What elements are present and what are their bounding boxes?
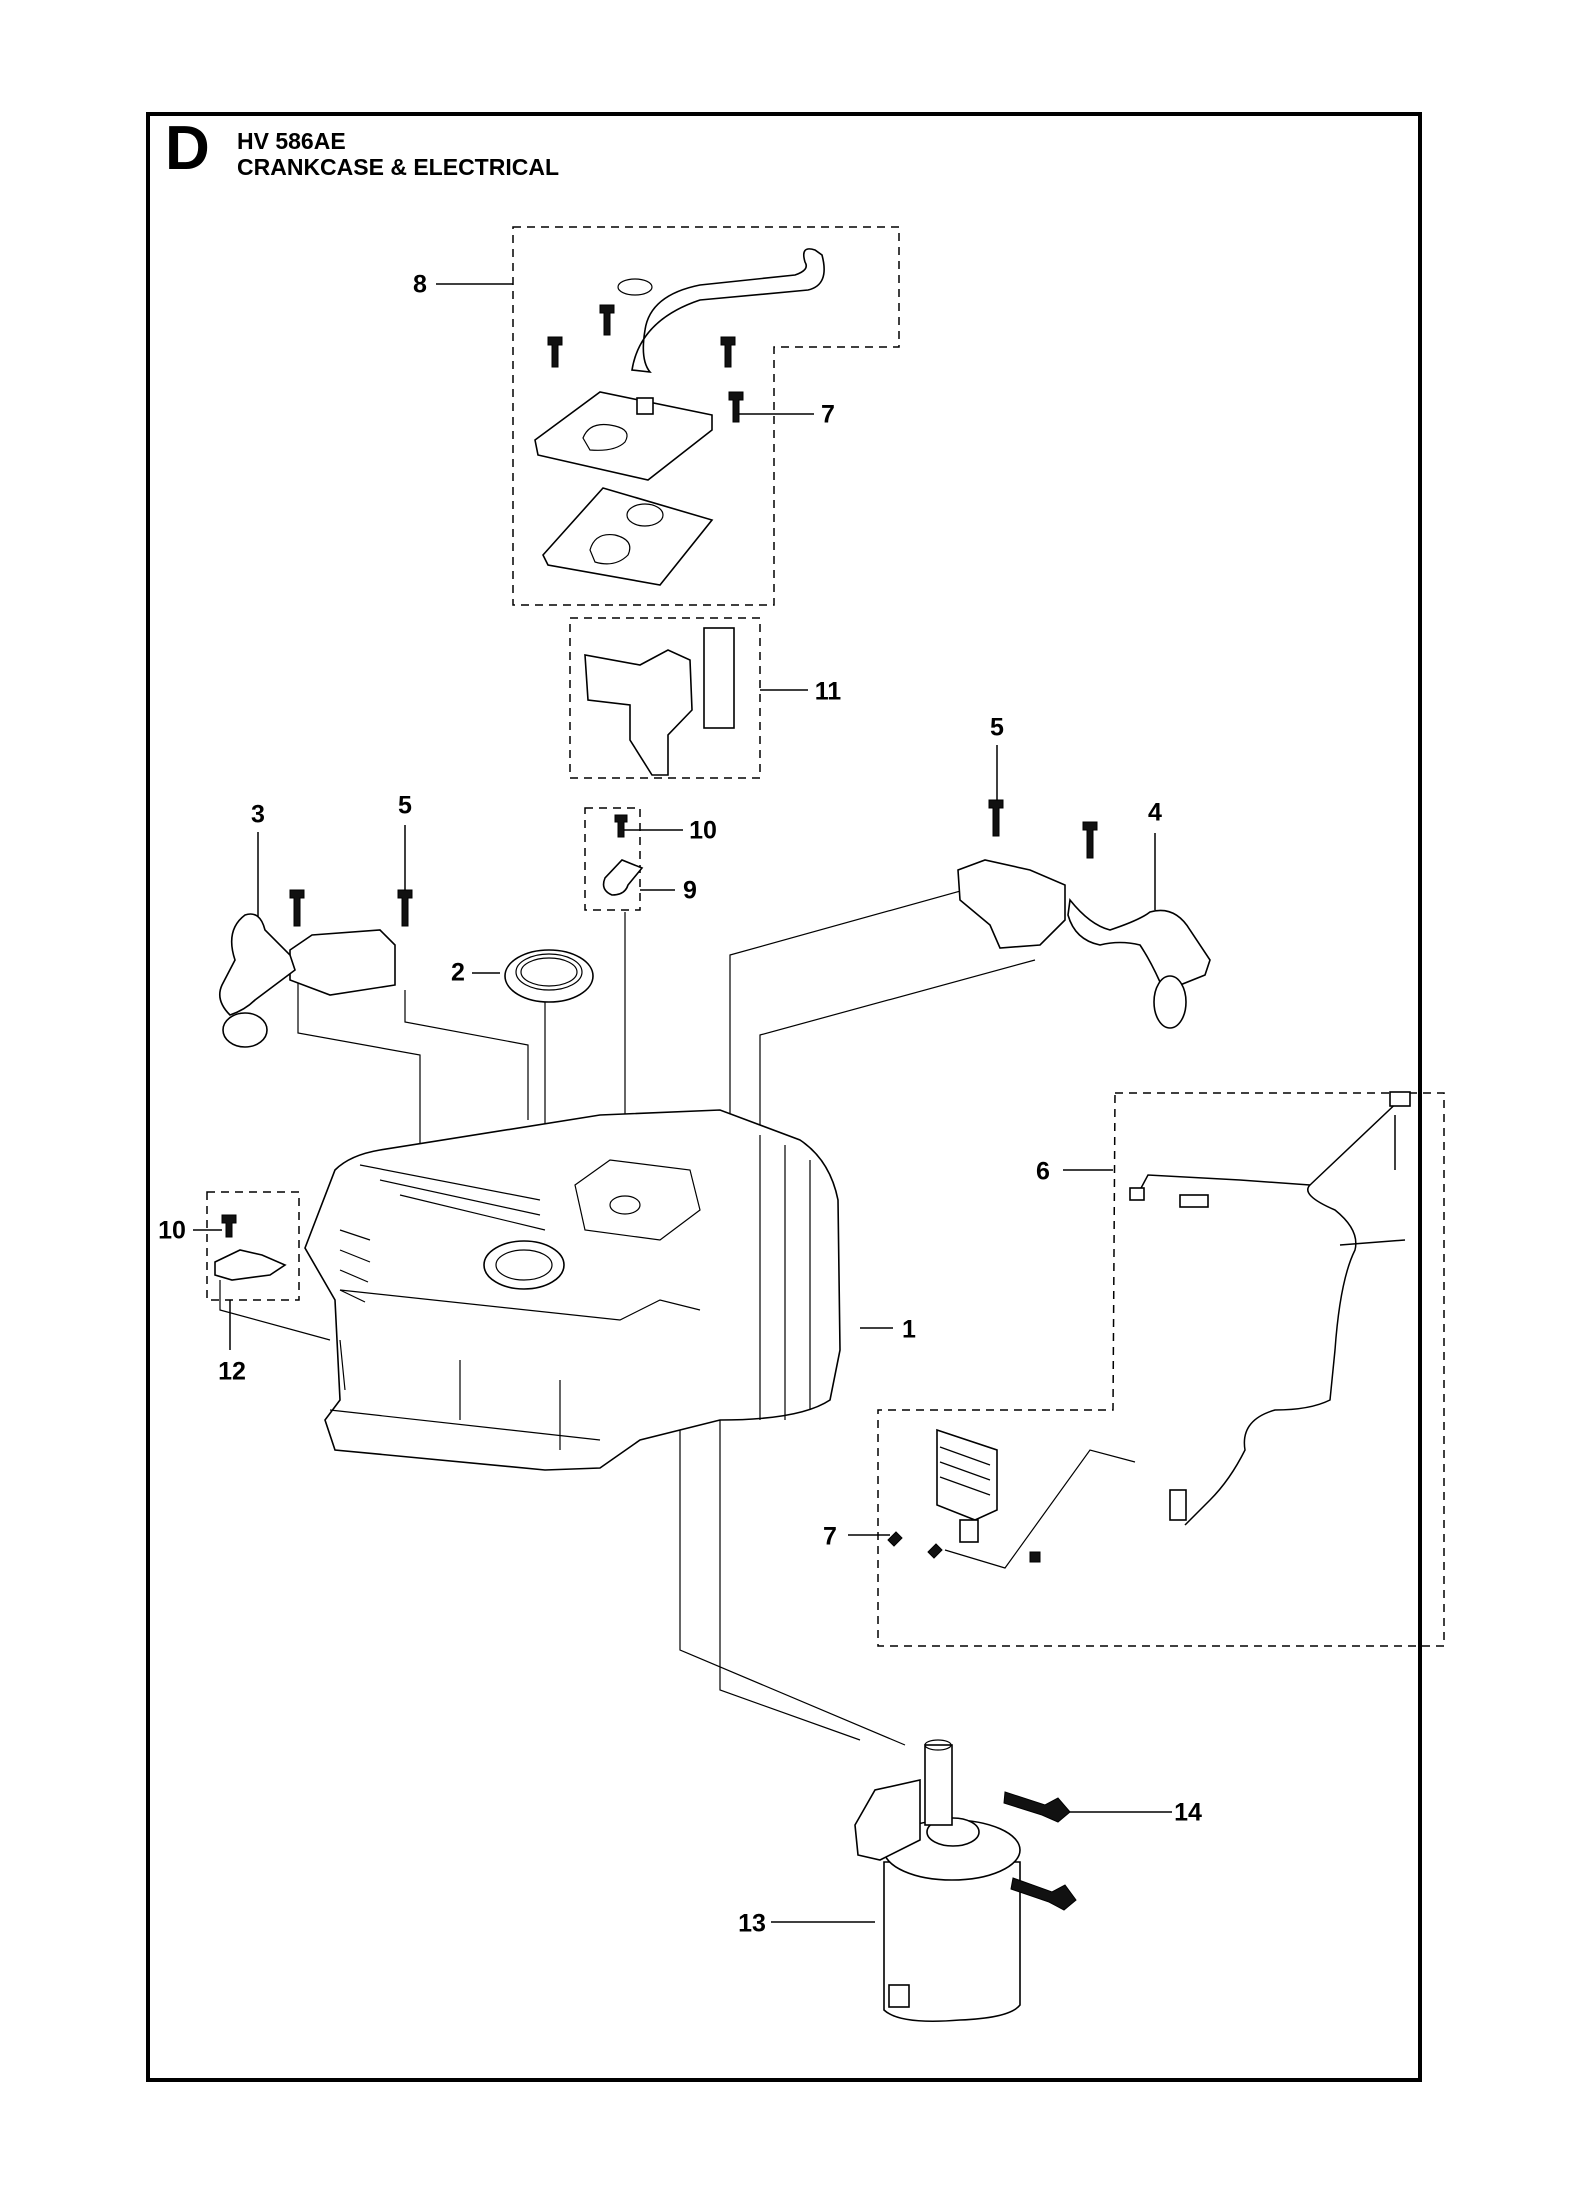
callout-8[interactable]: 8 xyxy=(413,270,427,299)
coil-screw xyxy=(1082,821,1098,859)
callout-13[interactable]: 13 xyxy=(738,1909,766,1938)
ground-screw xyxy=(614,814,628,838)
regulator-screw xyxy=(887,1531,903,1547)
crankcase xyxy=(304,1109,841,1471)
assembly-line xyxy=(297,975,421,1165)
assembly-line xyxy=(729,879,1001,1185)
assembly-line xyxy=(719,1320,861,1741)
coil-screw xyxy=(289,889,305,927)
assembly-line xyxy=(404,990,529,1120)
clamp-screw xyxy=(221,1214,237,1238)
assembly-line xyxy=(219,1280,331,1341)
starter-motor xyxy=(854,1739,1021,2023)
wiring-harness xyxy=(1129,1091,1411,1526)
kit-box-6 xyxy=(877,1092,1445,1647)
callout-10[interactable]: 10 xyxy=(158,1216,186,1245)
callout-7[interactable]: 7 xyxy=(821,400,835,429)
callout-6[interactable]: 6 xyxy=(1036,1157,1050,1186)
kit-box-11 xyxy=(569,617,761,779)
callout-11[interactable]: 11 xyxy=(814,677,842,706)
clamp xyxy=(214,1249,287,1281)
section-letter: D xyxy=(165,114,210,183)
page-frame xyxy=(146,112,1422,2082)
ignition-coil-left xyxy=(219,913,396,1048)
regulator-screw xyxy=(1029,1551,1041,1563)
callout-9[interactable]: 9 xyxy=(683,876,697,905)
foam-block xyxy=(703,627,735,729)
assembly-line xyxy=(944,1449,1136,1569)
callout-1[interactable]: 1 xyxy=(902,1315,916,1344)
cooling-fins xyxy=(339,1164,546,1303)
kit-box-12 xyxy=(206,1191,300,1301)
diagram-title: HV 586AE CRANKCASE & ELECTRICAL xyxy=(237,128,559,180)
kit-box-9 xyxy=(584,807,641,911)
callout-14[interactable]: 14 xyxy=(1174,1798,1202,1827)
ignition-coil-right xyxy=(957,859,1211,1029)
breather-bolts xyxy=(547,304,744,423)
breather-gasket xyxy=(542,487,714,586)
callout-10[interactable]: 10 xyxy=(689,816,717,845)
callout-12[interactable]: 12 xyxy=(218,1357,246,1386)
section-title: CRANKCASE & ELECTRICAL xyxy=(237,154,559,180)
coil-screw xyxy=(397,889,413,927)
oil-seal xyxy=(504,949,594,1003)
breather-cover xyxy=(534,391,713,481)
callout-5[interactable]: 5 xyxy=(990,713,1004,742)
callout-5[interactable]: 5 xyxy=(398,791,412,820)
hose-clamp xyxy=(617,278,653,296)
callout-3[interactable]: 3 xyxy=(251,800,265,829)
starter-bolt xyxy=(1010,1877,1077,1911)
ground-terminal xyxy=(602,859,644,896)
regulator-screw xyxy=(927,1543,943,1559)
callout-2[interactable]: 2 xyxy=(451,958,465,987)
voltage-regulator xyxy=(936,1428,998,1543)
callout-4[interactable]: 4 xyxy=(1148,798,1162,827)
breather-hose xyxy=(631,248,825,374)
model-name: HV 586AE xyxy=(237,128,346,154)
callout-7[interactable]: 7 xyxy=(823,1522,837,1551)
coil-screw xyxy=(988,799,1004,837)
starter-bolt xyxy=(1003,1791,1071,1823)
kit-box-8 xyxy=(512,226,900,606)
bracket xyxy=(584,649,693,776)
